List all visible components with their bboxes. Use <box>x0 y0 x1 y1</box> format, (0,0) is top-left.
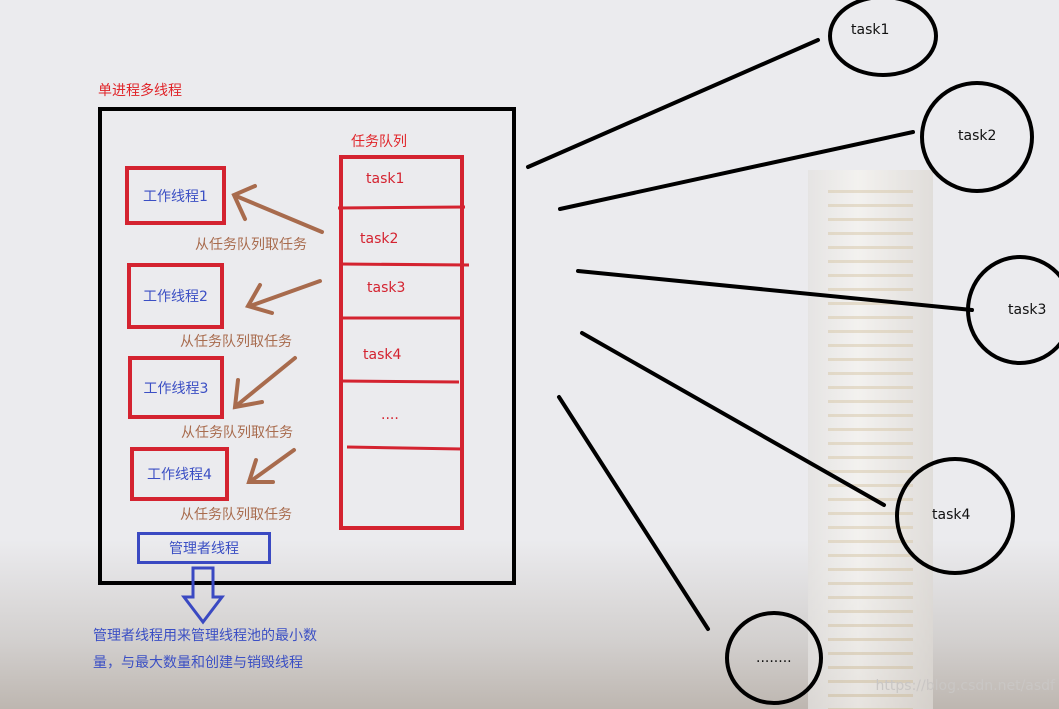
queue-divider <box>340 262 470 267</box>
worker-thread-label: 工作线程2 <box>143 289 208 305</box>
queue-title: 任务队列 <box>351 134 407 150</box>
task-circle <box>966 255 1059 365</box>
external-task-label: ........ <box>756 650 792 666</box>
task-circle <box>725 611 823 705</box>
worker-thread-box: 工作线程2 <box>127 263 224 329</box>
queue-task-label: .... <box>381 407 399 423</box>
queue-divider <box>340 379 460 384</box>
queue-task-label: task3 <box>367 280 406 296</box>
fetch-label: 从任务队列取任务 <box>180 334 292 350</box>
task-circle <box>828 0 938 77</box>
manager-note-line: 管理者线程用来管理线程池的最小数 <box>93 628 317 644</box>
tower-background <box>808 170 933 709</box>
worker-thread-label: 工作线程3 <box>143 380 209 397</box>
fetch-label: 从任务队列取任务 <box>181 425 293 441</box>
worker-thread-label: 工作线程4 <box>147 467 212 483</box>
watermark: https://blog.csdn.net/asdf <box>875 678 1055 694</box>
external-task-label: task4 <box>932 507 971 523</box>
manager-thread-box: 管理者线程 <box>137 532 271 564</box>
connector-line <box>557 395 710 631</box>
worker-thread-box: 工作线程4 <box>130 447 229 501</box>
fetch-label: 从任务队列取任务 <box>195 237 307 253</box>
fetch-arrow <box>245 279 322 315</box>
queue-task-label: task1 <box>366 171 405 187</box>
task-queue-box <box>339 155 464 530</box>
worker-thread-box: 工作线程1 <box>125 166 226 225</box>
fetch-arrow <box>231 184 324 234</box>
manager-arrow <box>180 566 226 625</box>
external-task-label: task2 <box>958 128 997 144</box>
external-task-label: task1 <box>851 22 890 38</box>
queue-task-label: task2 <box>360 231 399 247</box>
queue-task-label: task4 <box>363 347 402 363</box>
process-title: 单进程多线程 <box>98 83 182 99</box>
task-circle <box>895 457 1015 575</box>
fetch-label: 从任务队列取任务 <box>180 507 292 523</box>
connector-line <box>580 331 886 507</box>
task-circle <box>920 81 1034 193</box>
manager-note-line: 量，与最大数量和创建与销毁线程 <box>93 655 303 671</box>
connector-line <box>558 130 915 211</box>
manager-thread-label: 管理者线程 <box>169 541 239 557</box>
connector-line <box>526 38 820 169</box>
fetch-arrow <box>246 448 296 484</box>
fetch-arrow <box>232 356 297 410</box>
queue-divider <box>337 205 466 210</box>
queue-divider <box>346 445 463 451</box>
connector-line <box>576 269 974 312</box>
worker-thread-label: 工作线程1 <box>143 188 208 205</box>
external-task-label: task3 <box>1008 302 1047 318</box>
worker-thread-box: 工作线程3 <box>128 356 224 419</box>
process-box <box>98 107 516 585</box>
